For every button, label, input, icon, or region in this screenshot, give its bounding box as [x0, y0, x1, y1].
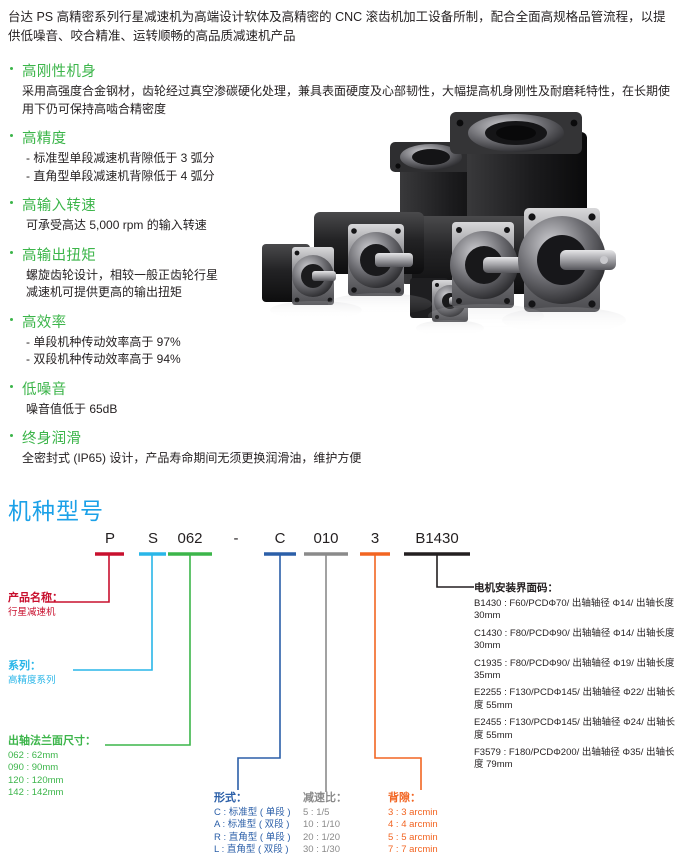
- bullet-icon: [10, 250, 13, 254]
- code-part-s: S: [147, 530, 158, 547]
- feature-title: 低噪音: [22, 381, 67, 398]
- legend-product-name-row: 行星减速机: [8, 606, 56, 618]
- legend-backlash: 背隙： 3 : 3 arcmin 4 : 4 arcmin 5 : 5 arcm…: [388, 792, 438, 857]
- legend-product-name: 产品名称： 行星减速机: [8, 592, 63, 619]
- legend-backlash-row: 4 : 4 arcmin: [388, 819, 438, 831]
- feature-title: 高刚性机身: [22, 64, 96, 80]
- feature-title: 终身润滑: [22, 431, 82, 447]
- legend-flange-size-row: 090 : 90mm: [8, 762, 59, 774]
- feature-line: - 双段机种传动效率高于 94%: [26, 352, 181, 366]
- product-photo: [252, 104, 672, 352]
- feature-item: 高输出扭矩螺旋齿轮设计，相较一般正齿轮行星减速机可提供更高的输出扭矩: [8, 244, 673, 302]
- bullet-icon: [10, 67, 13, 70]
- code-part-motor-interface: B1430: [415, 530, 459, 547]
- feature-line: 全密封式 (IP65) 设计，产品寿命期间无须更换润滑油，维护方便: [22, 451, 362, 465]
- bullet-icon: [10, 134, 13, 137]
- code-part-p: P: [104, 530, 115, 547]
- legend-ratio-row: 30 : 1/30: [303, 844, 340, 856]
- legend-ratio-row: 5 : 1/5: [303, 806, 330, 818]
- legend-backlash-row: 5 : 5 arcmin: [388, 831, 438, 843]
- feature-item: 高精度 - 标准型单段减速机背隙低于 3 弧分 - 直角型单段减速机背隙低于 4 弧…: [8, 127, 673, 185]
- feature-title: 高精度: [22, 131, 67, 147]
- bullet-icon: [10, 384, 13, 388]
- motor-interface-item: E2255 : F130/PCDΦ145/ 出轴轴径 Φ22/ 出轴长度 55m…: [474, 687, 676, 711]
- legend-ratio-row: 20 : 1/20: [303, 831, 340, 843]
- motor-interface-item: F3579 : F180/PCDΦ200/ 出轴轴径 Φ35/ 出轴长度 79m…: [474, 747, 675, 771]
- legend-ratio-title: 减速比：: [303, 792, 347, 804]
- legend-motor-interface: 电机安装界面码： B1430 : F60/PCDΦ70/ 出轴轴径 Φ14/ 出…: [474, 580, 679, 777]
- legend-form-row: A : 标准型 ( 双段 ): [214, 819, 290, 831]
- feature-line: - 标准型单段减速机背隙低于 3 弧分: [26, 151, 215, 165]
- legend-flange-size-title: 出轴法兰面尺寸：: [8, 735, 96, 747]
- feature-title: 高效率: [22, 314, 67, 331]
- legend-product-name-title: 产品名称：: [8, 592, 63, 604]
- legend-series: 系列： 高精度系列: [8, 660, 56, 687]
- code-part-backlash: 3: [370, 530, 380, 547]
- feature-line: 噪音值低于 65dB: [26, 401, 118, 416]
- code-part-form: C: [274, 530, 286, 547]
- motor-interface-item: E2455 : F130/PCDΦ145/ 出轴轴径 Φ24/ 出轴长度 55m…: [474, 717, 676, 741]
- motor-interface-item: C1430 : F80/PCDΦ90/ 出轴轴径 Φ14/ 出轴长度 30mm: [474, 627, 675, 652]
- feature-title: 高输入转速: [22, 198, 96, 214]
- feature-item: 高刚性机身采用高强度合金钢材，齿轮经过真空渗碳硬化处理，兼具表面硬度及心部韧性，…: [8, 60, 673, 118]
- page-title: 机种型号: [8, 498, 104, 524]
- legend-flange-size-row: 062 : 62mm: [8, 749, 59, 761]
- feature-item: 终身润滑全密封式 (IP65) 设计，产品寿命期间无须更换润滑油，维护方便: [8, 427, 673, 468]
- feature-item: 高效率 - 单段机种传动效率高于 97% - 双段机种传动效率高于 94%: [8, 311, 673, 369]
- bullet-icon: [10, 201, 13, 204]
- legend-backlash-row: 7 : 7 arcmin: [388, 844, 438, 856]
- feature-title: 高输出扭矩: [22, 247, 96, 264]
- legend-flange-size-row: 120 : 120mm: [8, 774, 64, 786]
- legend-flange-size: 出轴法兰面尺寸： 062 : 62mm 090 : 90mm 120 : 120…: [8, 735, 96, 800]
- feature-list: 高刚性机身采用高强度合金钢材，齿轮经过真空渗碳硬化处理，兼具表面硬度及心部韧性，…: [8, 60, 673, 477]
- feature-line: 可承受高达 5,000 rpm 的输入转速: [26, 218, 207, 232]
- connector-lines: [45, 552, 474, 792]
- legend-flange-size-row: 142 : 142mm: [8, 787, 64, 799]
- feature-line: 采用高强度合金钢材，齿轮经过真空渗碳硬化处理，兼具表面硬度及心部韧性，大幅提高机…: [22, 84, 671, 116]
- feature-line: 减速机可提供更高的输出扭矩: [26, 285, 183, 299]
- legend-form: 形式： C : 标准型 ( 单段 ) A : 标准型 ( 双段 ) R : 直角…: [214, 792, 291, 857]
- legend-form-title: 形式：: [214, 792, 247, 804]
- bullet-icon: [10, 317, 13, 321]
- legend-backlash-row: 3 : 3 arcmin: [388, 806, 438, 818]
- feature-line: - 单段机种传动效率高于 97%: [26, 334, 181, 349]
- legend-motor-interface-title: 电机安装界面码：: [474, 582, 558, 594]
- bullet-icon: [10, 434, 13, 437]
- intro-paragraph: 台达 PS 高精密系列行星减速机为高端设计软体及高精密的 CNC 滚齿机加工设备…: [8, 10, 666, 43]
- motor-interface-item: C1935 : F80/PCDΦ90/ 出轴轴径 Φ19/ 出轴长度 35mm: [474, 657, 675, 682]
- motor-interface-item: B1430 : F60/PCDΦ70/ 出轴轴径 Φ14/ 出轴长度 30mm: [474, 598, 674, 622]
- legend-ratio-row: 10 : 1/10: [303, 819, 340, 831]
- feature-line: 螺旋齿轮设计，相较一般正齿轮行星: [26, 267, 219, 282]
- legend-form-row: C : 标准型 ( 单段 ): [214, 806, 291, 818]
- legend-series-row: 高精度系列: [8, 674, 56, 686]
- legend-form-row: R : 直角型 ( 单段 ): [214, 831, 291, 843]
- feature-item: 高输入转速可承受高达 5,000 rpm 的输入转速: [8, 194, 673, 235]
- code-part-ratio: 010: [313, 530, 339, 547]
- code-part-flange: 062: [177, 530, 203, 547]
- feature-item: 低噪音噪音值低于 65dB: [8, 378, 673, 419]
- legend-series-title: 系列：: [8, 660, 41, 672]
- legend-ratio: 减速比： 5 : 1/5 10 : 1/10 20 : 1/20 30 : 1/…: [303, 792, 347, 857]
- legend-form-row: L : 直角型 ( 双段 ): [214, 844, 289, 856]
- legend-backlash-title: 背隙：: [388, 792, 421, 804]
- feature-line: - 直角型单段减速机背隙低于 4 弧分: [26, 168, 215, 183]
- code-part-dash: -: [233, 530, 239, 547]
